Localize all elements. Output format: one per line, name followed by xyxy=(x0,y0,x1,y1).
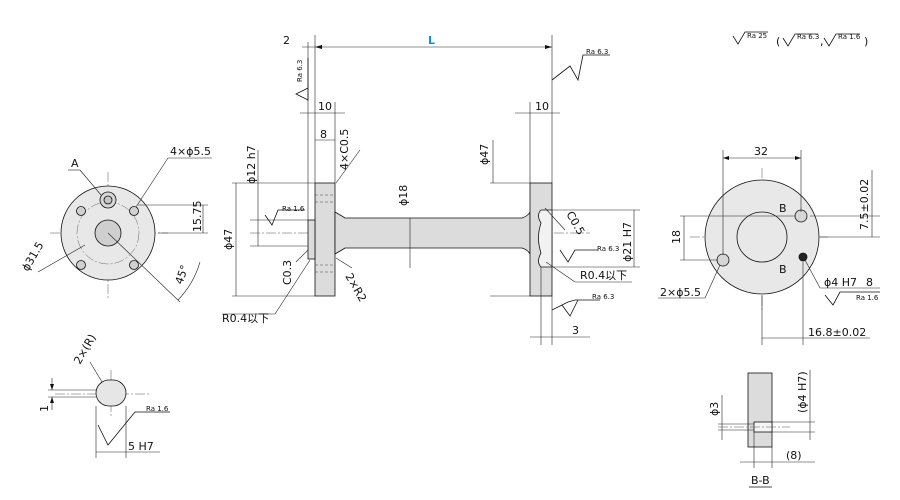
bore-right-label: ϕ21 H7 xyxy=(621,222,634,262)
flange-dia-right-label: ϕ47 xyxy=(478,144,491,165)
left-spigot xyxy=(307,219,316,260)
fillet-label: 2×R2 xyxy=(342,271,369,304)
section-body xyxy=(747,372,773,448)
datum-a-label: A xyxy=(71,157,79,170)
left-end-view: A 4×ϕ5.5 15.75 ϕ31.5 45° xyxy=(19,145,212,303)
section-mark-top: B xyxy=(779,202,787,215)
gap-label: 2 xyxy=(283,34,290,47)
right-hole-bottom xyxy=(716,253,730,267)
right-flange-width-label: 10 xyxy=(535,100,549,113)
key-radius-label: 2×(R) xyxy=(71,332,98,367)
angle-label: 45° xyxy=(173,263,192,286)
pin-hole-label: ϕ4 H7 xyxy=(824,276,857,289)
key-depth-label: 1 xyxy=(38,405,51,412)
relief-left-label: R0.4以下 xyxy=(222,312,269,325)
ra-left-bore-label: Ra 1.6 xyxy=(282,205,305,213)
key-width-label: 5 H7 xyxy=(128,440,154,453)
chamfer-left-label: C0.3 xyxy=(281,260,294,285)
offset-x-label: 16.8±0.02 xyxy=(808,326,866,339)
section-mark-bottom: B xyxy=(779,263,787,276)
right-width-label: 32 xyxy=(754,145,768,158)
ra-right-bottom-label: Ra 6.3 xyxy=(592,293,614,301)
right-bore xyxy=(538,209,553,268)
ra-right-top-label: Ra 6.3 xyxy=(586,48,608,56)
roughness-other-a-label: Ra 6.3 xyxy=(797,33,819,41)
offset-y-label: 7.5±0.02 xyxy=(858,179,871,230)
right-height-label: 18 xyxy=(670,230,683,244)
section-dia-label: ϕ3 xyxy=(708,402,721,416)
section-depth-label: (8) xyxy=(786,449,802,462)
right-center-bore xyxy=(736,211,788,263)
pin-ra-label: Ra 1.6 xyxy=(856,294,879,302)
key-ra-label: Ra 1.6 xyxy=(146,405,169,413)
offset-dimension: 15.75 xyxy=(191,201,204,233)
right-holes-label: 2×ϕ5.5 xyxy=(660,286,701,299)
roughness-symbol-b xyxy=(823,33,860,47)
ra-right-mid-label: Ra 6.3 xyxy=(597,245,619,253)
spigot-width-label: 8 xyxy=(320,128,327,141)
section-title: B-B xyxy=(751,474,770,487)
bore-left-label: ϕ12 h7 xyxy=(245,145,258,184)
key-slot xyxy=(95,379,127,407)
roughness-general-label: Ra 25 xyxy=(747,32,767,40)
left-flange xyxy=(314,182,336,297)
key-detail: 1 2×(R) 5 H7 Ra 1.6 xyxy=(38,332,170,458)
roughness-close-paren: ) xyxy=(864,35,868,48)
depth-right-label: 3 xyxy=(572,324,579,337)
section-pin-label: (ϕ4 H7) xyxy=(796,371,809,413)
length-l-label: L xyxy=(428,34,435,47)
front-view: L 2 Ra 6.3 Ra 6.3 10 8 4×C0.5 ϕ18 ϕ12 h7… xyxy=(222,34,640,345)
right-end-view: 32 18 7.5±0.02 B B ϕ4 H7 8 Ra 1.6 2×ϕ5.5… xyxy=(658,145,880,345)
pcd-label: ϕ31.5 xyxy=(19,240,46,274)
pin-hole xyxy=(798,252,808,262)
bolt-holes-label: 4×ϕ5.5 xyxy=(170,145,211,158)
section-bb: ϕ3 (ϕ4 H7) (8) B-B xyxy=(708,370,815,488)
roughness-other-b-label: Ra 1.6 xyxy=(838,33,861,41)
roughness-note: Ra 25 ( Ra 6.3 , Ra 1.6 ) xyxy=(732,31,868,48)
roughness-symbol-general xyxy=(732,31,768,45)
relief-right-label: R0.4以下 xyxy=(580,269,627,282)
shaft-body xyxy=(334,211,531,255)
pin-depth-label: 8 xyxy=(866,276,873,289)
roughness-open-paren: ( xyxy=(776,35,780,48)
shaft-diameter-label: ϕ18 xyxy=(397,185,410,206)
roughness-comma: , xyxy=(820,35,824,48)
flange-dia-left-label: ϕ47 xyxy=(222,229,235,250)
chamfer-holes-label: 4×C0.5 xyxy=(338,129,351,170)
left-flange-width-label: 10 xyxy=(318,100,332,113)
bolt-holes xyxy=(76,206,139,270)
roughness-symbol-a xyxy=(782,33,818,47)
ra-left-label: Ra 6.3 xyxy=(296,60,304,82)
